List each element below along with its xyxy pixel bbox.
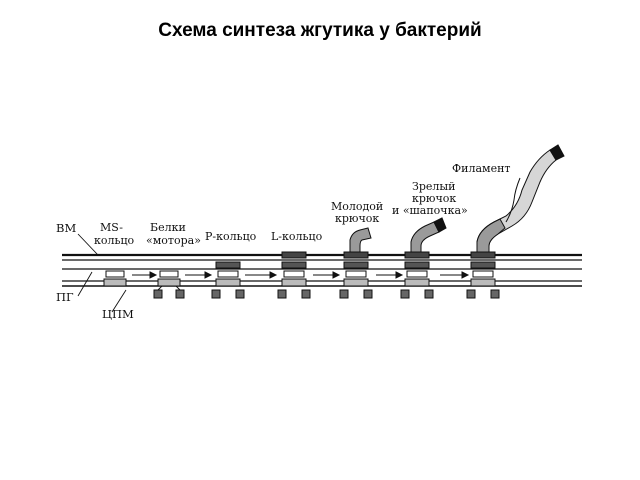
stage-l-ring <box>277 251 311 299</box>
leader-lines <box>77 233 127 313</box>
label-pg: ПГ <box>56 290 74 304</box>
stage-arrows <box>132 271 470 279</box>
page-title: Схема синтеза жгутика у бактерий <box>158 20 482 41</box>
stage-filament <box>466 144 565 299</box>
cytoplasmic-membrane <box>62 280 582 287</box>
stage-mature-hook-cap <box>400 217 447 299</box>
stage-motor-proteins <box>153 270 185 299</box>
label-ms-ring-1: MS- <box>100 221 123 234</box>
label-young-hook-2: крючок <box>335 212 379 225</box>
label-vm: ВМ <box>56 221 76 235</box>
label-ms-ring-2: кольцо <box>94 234 135 247</box>
label-motor-2: «мотора» <box>146 234 201 247</box>
label-l-ring: L-кольцо <box>271 230 323 243</box>
stage-young-hook <box>339 227 373 299</box>
label-filament: Филамент <box>452 162 511 175</box>
label-mature-hook-3: и «шапочка» <box>392 204 468 217</box>
label-young-hook-1: Молодой <box>331 200 383 213</box>
outer-membrane <box>62 253 582 261</box>
label-cpm: ЦПМ <box>102 307 134 321</box>
stage-ms-ring <box>103 270 127 287</box>
label-p-ring: Р-кольцо <box>205 230 257 243</box>
stage-p-ring <box>211 261 245 299</box>
label-motor-1: Белки <box>150 221 186 234</box>
label-mature-hook-2: крючок <box>412 192 456 205</box>
label-mature-hook-1: Зрелый <box>412 180 455 193</box>
